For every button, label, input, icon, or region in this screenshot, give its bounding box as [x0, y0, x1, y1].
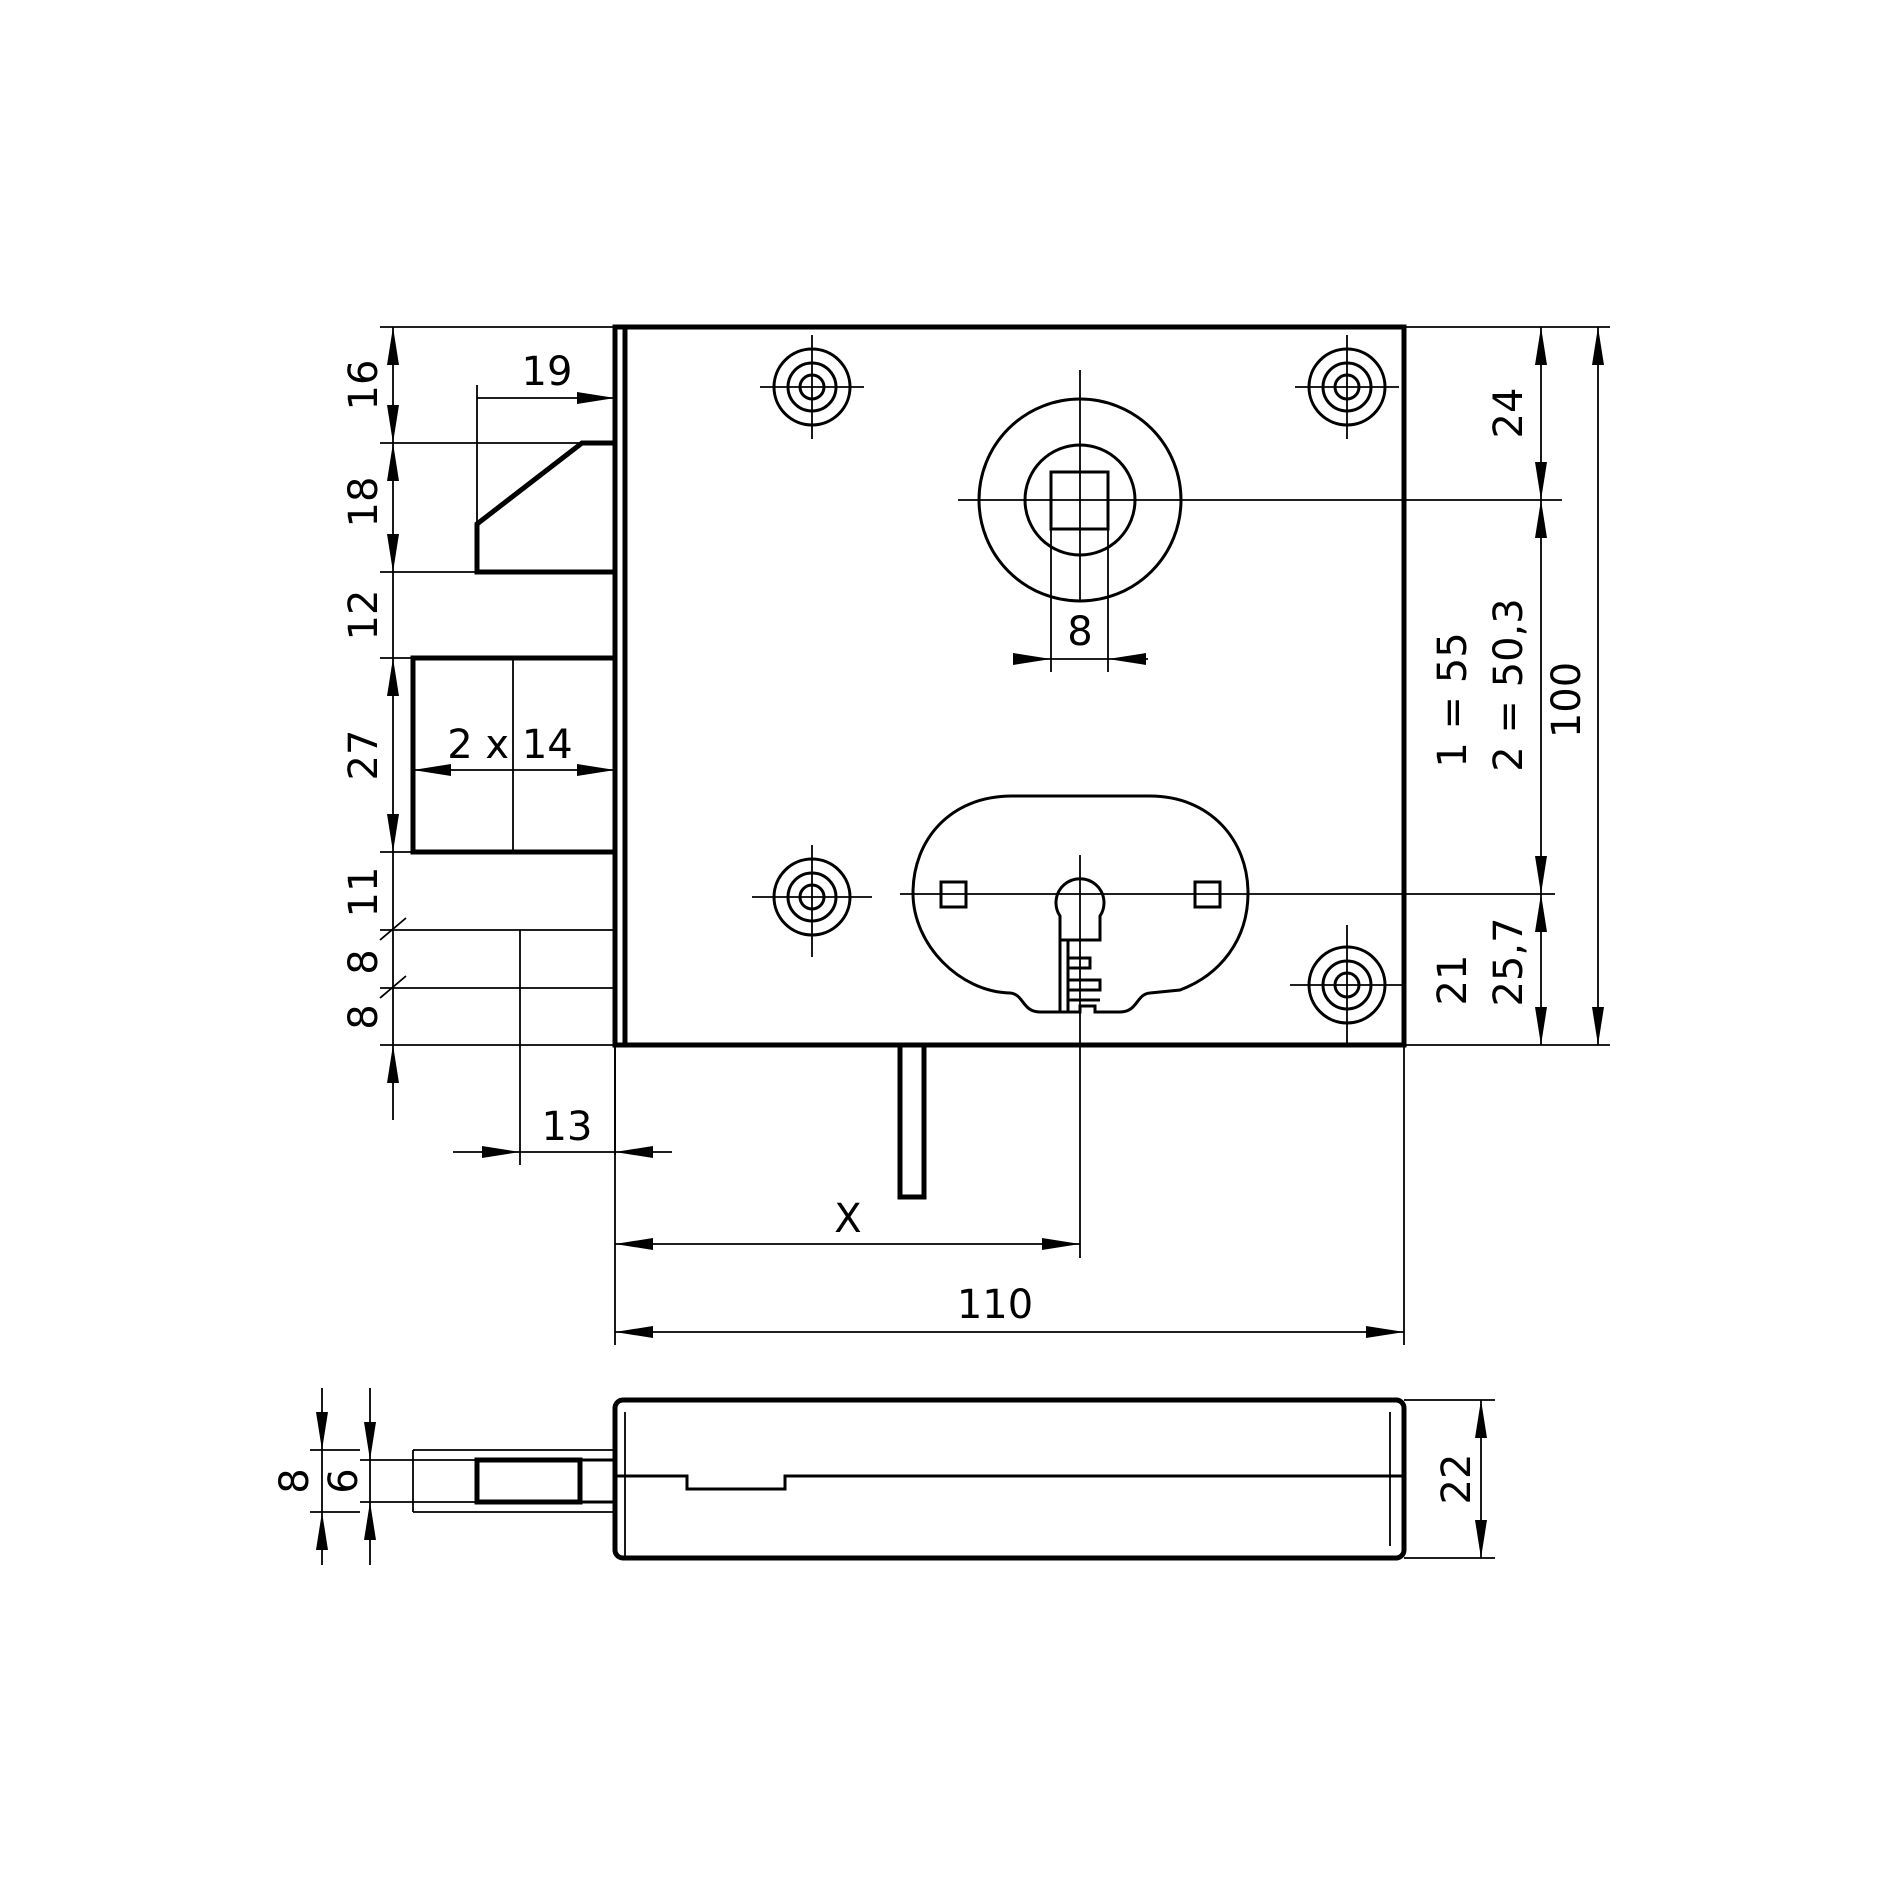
lock-case — [612, 324, 1407, 1048]
dim-21: 21 — [1430, 955, 1476, 1006]
keyhole-plate — [900, 794, 1555, 1258]
screw-hole-bottom-right — [1290, 925, 1404, 1045]
dim-18: 18 — [341, 477, 387, 528]
side-case — [612, 1397, 1407, 1561]
dim-25-7: 25,7 — [1486, 917, 1532, 1006]
dimension-labels: 16 18 12 27 11 8 8 19 2 x 14 13 X 110 8 … — [272, 349, 1590, 1504]
dim-8-a: 8 — [341, 949, 387, 974]
screw-hole-middle-left — [752, 845, 872, 957]
dim-x: X — [834, 1196, 861, 1242]
latch-bolt — [474, 440, 615, 575]
dim-22: 22 — [1434, 1454, 1480, 1505]
dim-100: 100 — [1544, 662, 1590, 738]
dim-16: 16 — [341, 360, 387, 411]
dim-6-side: 6 — [321, 1468, 367, 1493]
screw-hole-top-left — [760, 335, 864, 439]
dim-24: 24 — [1486, 388, 1532, 439]
dim-110: 110 — [957, 1282, 1033, 1328]
side-plate-step — [615, 1474, 1404, 1491]
dim-19: 19 — [522, 349, 573, 395]
follower-hub — [958, 370, 1404, 672]
dead-bolt — [410, 655, 615, 855]
dim-13: 13 — [542, 1104, 593, 1150]
side-bolt — [474, 1457, 583, 1505]
dim-11: 11 — [341, 867, 387, 918]
dim-2-50-3: 2 = 50,3 — [1486, 598, 1532, 771]
dimension-lines — [379, 326, 1610, 1345]
bolt-pin — [897, 1042, 927, 1200]
screw-hole-top-right — [1295, 335, 1399, 439]
lock-side-view — [310, 1388, 1495, 1565]
dim-1-55: 1 = 55 — [1430, 632, 1476, 767]
dim-12: 12 — [341, 590, 387, 641]
dim-27: 27 — [341, 730, 387, 781]
dim-2x14: 2 x 14 — [447, 722, 572, 768]
dim-8-side: 8 — [272, 1468, 318, 1493]
lock-front-view — [410, 324, 1555, 1258]
dim-8-square: 8 — [1067, 609, 1092, 655]
dim-8-b: 8 — [341, 1004, 387, 1029]
